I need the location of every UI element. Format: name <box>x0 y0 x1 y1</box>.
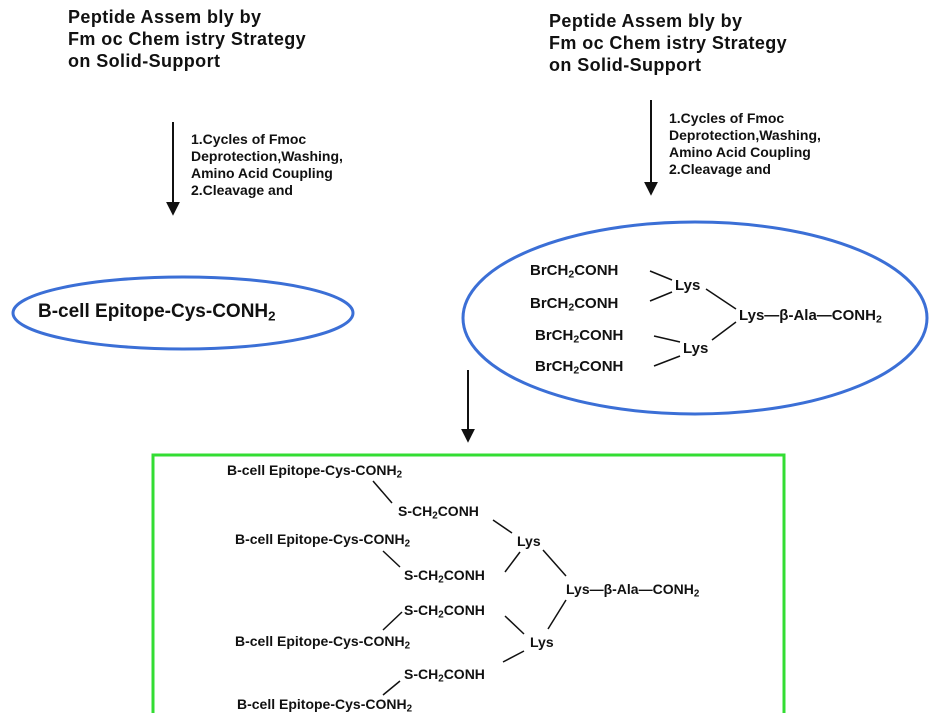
left-title-line-3: on Solid-Support <box>68 51 221 71</box>
right-title: Peptide Assem bly by Fm oc Chem istry St… <box>549 10 787 76</box>
right-title-line-2: Fm oc Chem istry Strategy <box>549 33 788 53</box>
epitope-chain: B-cell Epitope-Cys-CONH2 <box>237 696 413 714</box>
left-step-line-1: 1.Cycles of Fmoc <box>191 131 307 147</box>
right-title-line-3: on Solid-Support <box>549 55 702 75</box>
lysine-branch: Lys <box>675 277 701 294</box>
right-step-line-3: Amino Acid Coupling <box>669 144 811 160</box>
epitope-chain: B-cell Epitope-Cys-CONH2 <box>227 462 403 481</box>
left-title: Peptide Assem bly by Fm oc Chem istry St… <box>68 6 306 72</box>
left-product-main: B-cell Epitope-Cys-CONH <box>38 301 269 322</box>
lysine-branch: Lys <box>530 634 554 650</box>
left-step-line-2: Deprotection,Washing, <box>191 148 343 164</box>
bromoacetyl-group: BrCH2CONH <box>535 327 624 346</box>
lysine-core-label: Lys—β-Ala—CONH2 <box>739 307 882 326</box>
branched-core-bonds <box>649 270 737 367</box>
right-product-ellipse <box>461 220 929 416</box>
conjugate-bonds <box>372 480 567 696</box>
left-step-line-3: Amino Acid Coupling <box>191 165 333 181</box>
left-product-ellipse <box>11 275 355 351</box>
left-product-sub: 2 <box>268 308 276 324</box>
thioether-linker: S-CH2CONH <box>404 666 485 685</box>
lysine-branch: Lys <box>517 533 541 549</box>
left-reaction-steps: 1.Cycles of Fmoc Deprotection,Washing, A… <box>191 131 343 199</box>
thioether-linker: S-CH2CONH <box>398 503 479 522</box>
right-title-line-1: Peptide Assem bly by <box>549 11 743 31</box>
left-title-line-1: Peptide Assem bly by <box>68 7 262 27</box>
right-reaction-steps: 1.Cycles of Fmoc Deprotection,Washing, A… <box>669 110 821 178</box>
epitope-chain: B-cell Epitope-Cys-CONH2 <box>235 531 411 550</box>
lysine-branch: Lys <box>683 340 709 357</box>
bromoacetyl-group: BrCH2CONH <box>535 358 624 377</box>
left-title-line-2: Fm oc Chem istry Strategy <box>68 29 307 49</box>
conjugate-box <box>151 453 786 713</box>
thioether-linker: S-CH2CONH <box>404 602 485 621</box>
left-step-line-4: 2.Cleavage and <box>191 182 293 198</box>
right-step-line-4: 2.Cleavage and <box>669 161 771 177</box>
bromoacetyl-group: BrCH2CONH <box>530 295 619 314</box>
left-product-label: B-cell Epitope-Cys-CONH2 <box>38 300 276 324</box>
thioether-linker: S-CH2CONH <box>404 567 485 586</box>
right-step-line-2: Deprotection,Washing, <box>669 127 821 143</box>
right-step-line-1: 1.Cycles of Fmoc <box>669 110 785 126</box>
bromoacetyl-group: BrCH2CONH <box>530 262 619 281</box>
lysine-core-label: Lys—β-Ala—CONH2 <box>566 581 700 600</box>
epitope-chain: B-cell Epitope-Cys-CONH2 <box>235 633 411 652</box>
